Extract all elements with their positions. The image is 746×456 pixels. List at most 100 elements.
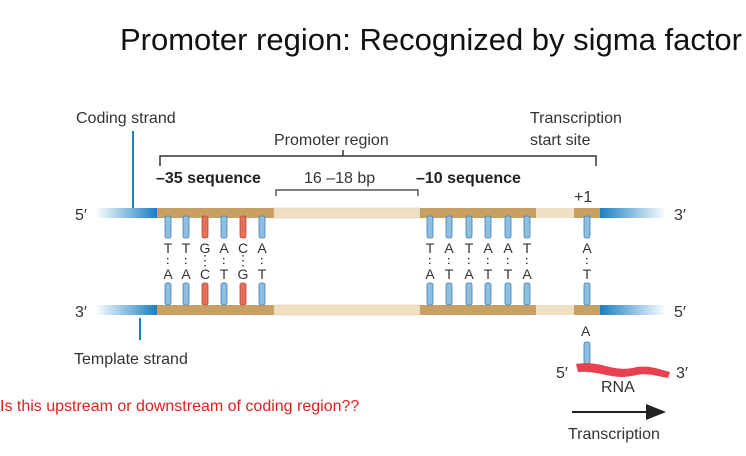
minus10-pair-bond: ·· <box>442 256 458 265</box>
bottom-strand-left <box>95 305 157 315</box>
minus10-pair-top-base: A <box>503 240 513 256</box>
bottom-strand-right <box>600 305 666 315</box>
plus1-pair-top-stick <box>583 215 591 239</box>
minus35-pair-top-stick <box>239 215 247 239</box>
minus10-pair-top-stick <box>426 215 434 239</box>
minus35-pair-bottom-stick <box>182 282 190 306</box>
minus35-pair-top-base: T <box>164 240 173 256</box>
minus35-pair-top-stick <box>182 215 190 239</box>
minus35-pair-bond: ·· <box>161 256 177 265</box>
spacer-label: 16 –18 bp <box>304 170 375 187</box>
minus10-pair-bottom-stick <box>465 282 473 306</box>
plus1-pair-bottom-stick <box>583 282 591 306</box>
minus10-pair-bottom-stick <box>445 282 453 306</box>
minus10-pair-top-stick <box>465 215 473 239</box>
top-strand-right <box>600 208 666 218</box>
minus35-label: –35 sequence <box>156 170 261 187</box>
bottom-minus10-box <box>420 305 536 315</box>
minus10-pair-bottom-base: A <box>464 266 474 282</box>
rna-strand <box>576 363 670 378</box>
top-plus1-box <box>574 208 600 218</box>
question-text: Is this upstream or downstream of coding… <box>0 398 360 415</box>
promoter-bracket <box>159 155 597 166</box>
minus35-pair-bottom-stick <box>258 282 266 306</box>
minus10-pair-top-base: T <box>426 240 435 256</box>
plus1-label: +1 <box>574 189 592 206</box>
base-pairs: T··AT··AG⋮CA··TC⋮GA··TT··AA··TT··AA··TA·… <box>161 215 596 306</box>
rna-label: RNA <box>601 379 635 396</box>
bottom-5prime: 5′ <box>674 304 686 321</box>
minus35-pair-top-base: A <box>257 240 267 256</box>
minus35-pair-bottom-base: C <box>200 266 210 282</box>
minus35-pair-bond: ·· <box>255 256 271 265</box>
bottom-plus1-box <box>574 305 600 315</box>
minus10-pair-bottom-base: A <box>425 266 435 282</box>
minus10-pair-top-stick <box>504 215 512 239</box>
tss-label-line1: Transcription <box>530 110 622 127</box>
minus35-pair-top-base: C <box>238 240 248 256</box>
bottom-start-gap <box>536 305 574 315</box>
plus1-pair-top-base: A <box>582 240 592 256</box>
minus10-pair-bond: ·· <box>423 256 439 265</box>
template-strand-label: Template strand <box>74 351 188 368</box>
rna-5prime: 5′ <box>556 365 568 382</box>
transcription-label: Transcription <box>568 426 660 443</box>
slide-title: Promoter region: Recognized by sigma fac… <box>0 22 746 58</box>
rna-base-label: A <box>581 323 591 339</box>
minus35-pair-top-stick <box>201 215 209 239</box>
minus35-pair-bottom-base: T <box>258 266 267 282</box>
top-3prime: 3′ <box>674 207 686 224</box>
minus35-pair-bottom-base: T <box>220 266 229 282</box>
minus35-pair-bottom-stick <box>220 282 228 306</box>
minus10-pair-bond: ·· <box>501 256 517 265</box>
minus35-pair-top-stick <box>164 215 172 239</box>
minus10-pair-bottom-stick <box>484 282 492 306</box>
minus10-pair-bottom-stick <box>523 282 531 306</box>
minus10-pair-top-base: A <box>444 240 454 256</box>
bottom-3prime: 3′ <box>75 304 87 321</box>
rna-3prime: 3′ <box>676 365 688 382</box>
minus35-pair-top-stick <box>258 215 266 239</box>
minus35-pair-bottom-base: A <box>163 266 173 282</box>
minus35-pair-bottom-base: A <box>181 266 191 282</box>
minus10-pair-bond: ·· <box>481 256 497 265</box>
minus35-pair-top-base: G <box>200 240 211 256</box>
minus10-pair-top-stick <box>523 215 531 239</box>
minus35-pair-top-base: T <box>182 240 191 256</box>
minus35-pair-bottom-stick <box>201 282 209 306</box>
minus10-pair-bond: ·· <box>462 256 478 265</box>
minus10-pair-bottom-stick <box>426 282 434 306</box>
coding-strand-label: Coding strand <box>76 110 176 127</box>
minus10-pair-bottom-base: T <box>504 266 513 282</box>
minus10-pair-top-stick <box>484 215 492 239</box>
minus10-pair-top-base: T <box>523 240 532 256</box>
minus35-pair-bottom-stick <box>239 282 247 306</box>
top-5prime: 5′ <box>75 207 87 224</box>
rna-base-stick <box>583 341 591 365</box>
minus10-pair-bottom-base: T <box>484 266 493 282</box>
minus10-pair-bottom-base: T <box>445 266 454 282</box>
top-start-gap <box>536 208 574 218</box>
title-text: Promoter region: Recognized by sigma fac… <box>119 22 742 57</box>
top-spacer <box>273 207 421 219</box>
promoter-region-label: Promoter region <box>274 132 389 149</box>
top-minus35-box <box>157 208 274 218</box>
minus10-pair-bottom-stick <box>504 282 512 306</box>
minus35-pair-bond: ·· <box>179 256 195 265</box>
spacer-bracket <box>275 189 419 196</box>
minus10-pair-top-stick <box>445 215 453 239</box>
minus35-pair-bottom-stick <box>164 282 172 306</box>
minus35-pair-bottom-base: G <box>238 266 249 282</box>
minus35-pair-top-stick <box>220 215 228 239</box>
tss-label-line2: start site <box>530 132 591 149</box>
bottom-minus35-box <box>157 305 274 315</box>
minus35-pair-top-base: A <box>219 240 229 256</box>
minus10-pair-top-base: T <box>465 240 474 256</box>
bottom-spacer <box>273 304 421 316</box>
minus10-label: –10 sequence <box>416 170 521 187</box>
minus35-pair-bond: ⋮ <box>236 252 250 268</box>
minus10-pair-top-base: A <box>483 240 493 256</box>
minus35-pair-bond: ·· <box>217 256 233 265</box>
plus1-pair-bottom-base: T <box>583 266 592 282</box>
